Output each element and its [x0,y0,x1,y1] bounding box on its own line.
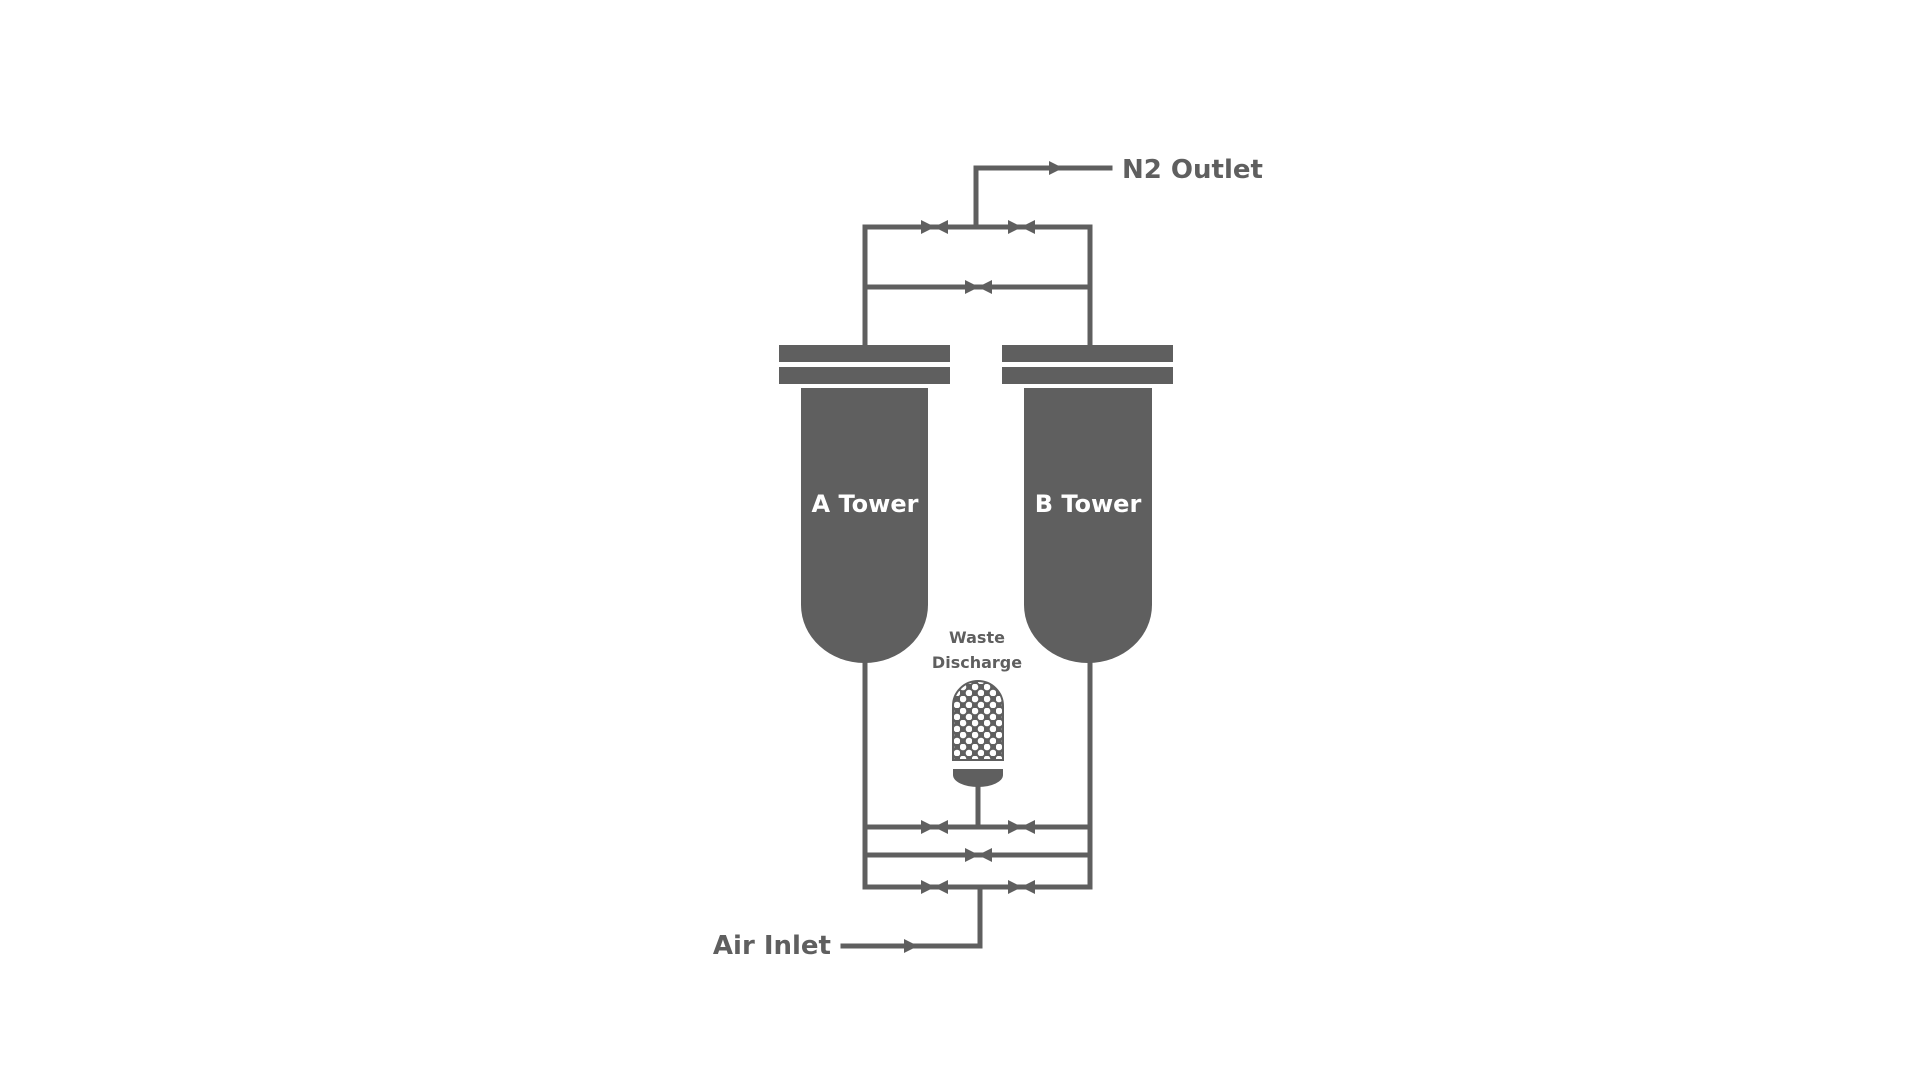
tower-a-flange-bottom [779,367,950,384]
triangle-arrow-icon [965,280,979,294]
tower-a-label: A Tower [812,490,919,518]
tower-b-label: B Tower [1035,490,1142,518]
triangle-arrow-icon [965,848,979,862]
triangle-arrow-icon [904,939,918,953]
air-inlet-pipe [840,884,983,949]
triangle-arrow-icon [1021,220,1035,234]
triangle-arrow-icon [934,820,948,834]
tower-a: A Tower [779,345,950,663]
tower-a-vessel [801,388,928,663]
tower-b-vessel [1024,388,1152,663]
muffler-body [952,680,1004,761]
waste-discharge-label-line1: Waste [949,628,1005,647]
waste-muffler-icon [952,680,1004,787]
n2-outlet-pipe [973,165,1113,230]
triangle-arrow-icon [1008,880,1022,894]
triangle-arrow-icon [921,820,935,834]
top-manifold [862,165,1113,348]
triangle-arrow-icon [1049,161,1063,175]
triangle-arrow-icon [1021,880,1035,894]
triangle-arrow-icon [1021,820,1035,834]
waste-discharge-label-line2: Discharge [932,653,1022,672]
flow-arrows [904,161,1063,953]
air-inlet-label: Air Inlet [713,931,831,961]
triangle-arrow-icon [921,880,935,894]
triangle-arrow-icon [978,280,992,294]
n2-outlet-label: N2 Outlet [1122,155,1263,185]
muffler-base [953,769,1003,787]
tower-b-flange-bottom [1002,367,1173,384]
triangle-arrow-icon [1008,220,1022,234]
tower-b-flange-top [1002,345,1173,362]
triangle-arrow-icon [934,880,948,894]
tower-a-flange-top [779,345,950,362]
triangle-arrow-icon [934,220,948,234]
tower-b: B Tower [1002,345,1173,663]
triangle-arrow-icon [1008,820,1022,834]
triangle-arrow-icon [978,848,992,862]
triangle-arrow-icon [921,220,935,234]
